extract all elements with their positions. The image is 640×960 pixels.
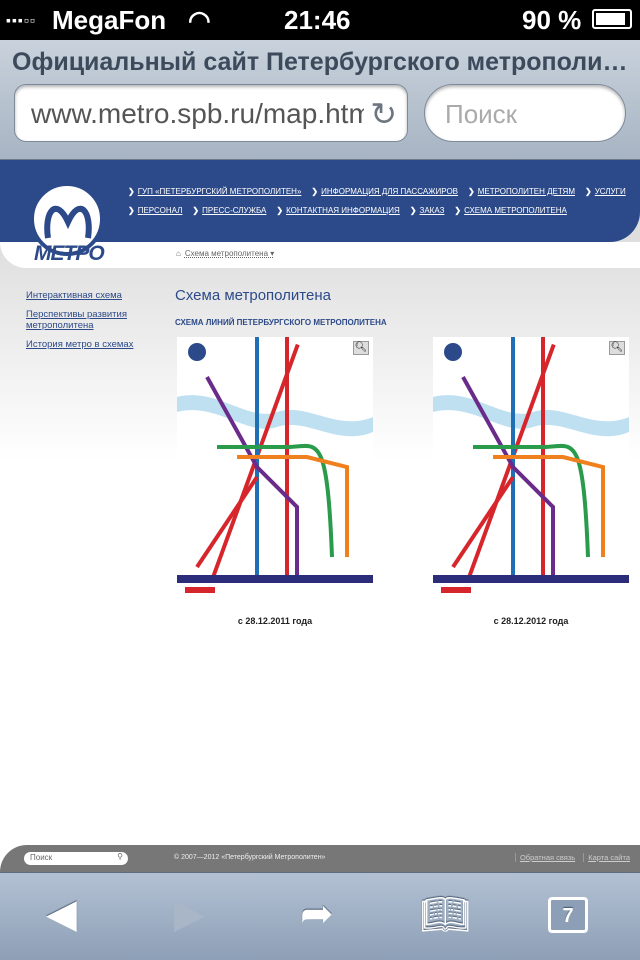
footer-search-input[interactable]: Поиск ⚲	[24, 852, 128, 865]
breadcrumb-bar: ⌂Схема метрополитена ▾	[0, 242, 640, 268]
battery-icon	[592, 9, 632, 29]
nav-link[interactable]: ИНФОРМАЦИЯ ДЛЯ ПАССАЖИРОВ	[311, 187, 458, 196]
breadcrumb-item[interactable]: Схема метрополитена ▾	[184, 249, 275, 258]
nav-link[interactable]: УСЛУГИ	[585, 187, 626, 196]
content-title: Схема метрополитена	[175, 287, 331, 304]
search-field[interactable]: Поиск	[424, 84, 626, 142]
nav-link[interactable]: ПЕРСОНАЛ	[128, 206, 183, 215]
nav-link[interactable]: КОНТАКТНАЯ ИНФОРМАЦИЯ	[276, 206, 400, 215]
map-caption[interactable]: с 28.12.2011 года	[237, 616, 313, 626]
zoom-icon[interactable]: 🔍︎	[353, 341, 369, 355]
web-page: ГУП «ПЕТЕРБУРГСКИЙ МЕТРОПОЛИТЕН» ИНФОРМАЦ…	[0, 160, 640, 845]
browser-toolbar: ◀ ▶ ➦ 📖︎ 7	[0, 872, 640, 960]
zoom-icon[interactable]: 🔍︎	[609, 341, 625, 355]
search-icon[interactable]: ⚲	[117, 852, 123, 861]
status-bar: ▪▪▪▫▫ MegaFon ◠ 21:46 90 %	[0, 0, 640, 40]
metro-logo[interactable]	[30, 182, 104, 256]
nav-row-2: ПЕРСОНАЛ ПРЕСС-СЛУЖБА КОНТАКТНАЯ ИНФОРМАЦИ…	[128, 206, 577, 215]
map-caption[interactable]: с 28.12.2012 года	[493, 616, 569, 626]
footer-search-placeholder: Поиск	[30, 853, 53, 862]
sidebar-link[interactable]: Интерактивная схема	[26, 290, 122, 301]
logo-text: МЕТРО	[34, 242, 105, 265]
signal-icon: ▪▪▪▫▫	[6, 12, 36, 28]
tabs-count: 7	[562, 905, 574, 927]
bookmarks-button[interactable]: 📖︎	[420, 893, 471, 937]
site-header: ГУП «ПЕТЕРБУРГСКИЙ МЕТРОПОЛИТЕН» ИНФОРМАЦ…	[0, 160, 640, 242]
page-title: Официальный сайт Петербургского метропол…	[12, 48, 628, 76]
url-text: www.metro.spb.ru/map.html	[31, 98, 378, 129]
reload-icon[interactable]: ↻	[364, 95, 397, 133]
nav-link[interactable]: ГУП «ПЕТЕРБУРГСКИЙ МЕТРОПОЛИТЕН»	[128, 187, 302, 196]
content-subtitle: СХЕМА ЛИНИЙ ПЕТЕРБУРГСКОГО МЕТРОПОЛИТЕНА	[175, 318, 387, 327]
wifi-icon: ◠	[188, 5, 211, 35]
forward-button[interactable]: ▶	[174, 892, 205, 936]
home-icon[interactable]: ⌂	[176, 249, 181, 258]
metro-map-2011[interactable]: 🔍︎	[177, 337, 373, 600]
sidebar-link[interactable]: История метро в схемах	[26, 339, 134, 350]
carrier: MegaFon	[52, 5, 167, 35]
nav-link[interactable]: СХЕМА МЕТРОПОЛИТЕНА	[454, 206, 567, 215]
sidebar-link[interactable]: Перспективы развития метрополитена	[26, 309, 127, 331]
metro-map-2012[interactable]: 🔍︎	[433, 337, 629, 600]
time: 21:46	[284, 5, 351, 35]
battery-level: 90 %	[522, 5, 582, 35]
url-field[interactable]: www.metro.spb.ru/map.html↻	[14, 84, 408, 142]
share-button[interactable]: ➦	[300, 892, 334, 936]
footer-links: Обратная связь Карта сайта	[507, 853, 630, 862]
sitemap-link[interactable]: Карта сайта	[583, 853, 630, 862]
feedback-link[interactable]: Обратная связь	[514, 853, 576, 862]
nav-link[interactable]: ПРЕСС-СЛУЖБА	[192, 206, 266, 215]
copyright: © 2007—2012 «Петербургский Метрополитен»	[174, 854, 326, 861]
nav-link[interactable]: МЕТРОПОЛИТЕН ДЕТЯМ	[468, 187, 575, 196]
map-image	[433, 337, 629, 593]
site-footer: Поиск ⚲ © 2007—2012 «Петербургский Метроп…	[0, 845, 640, 872]
tabs-button[interactable]: 7	[548, 897, 588, 933]
back-button[interactable]: ◀	[46, 892, 77, 936]
sidebar: Интерактивная схема Перспективы развития…	[26, 290, 156, 358]
nav-link[interactable]: ЗАКАЗ	[410, 206, 445, 215]
nav-row-1: ГУП «ПЕТЕРБУРГСКИЙ МЕТРОПОЛИТЕН» ИНФОРМАЦ…	[128, 187, 636, 196]
map-image	[177, 337, 373, 593]
breadcrumb: ⌂Схема метрополитена ▾	[176, 249, 274, 258]
browser-header: Официальный сайт Петербургского метропол…	[0, 40, 640, 160]
